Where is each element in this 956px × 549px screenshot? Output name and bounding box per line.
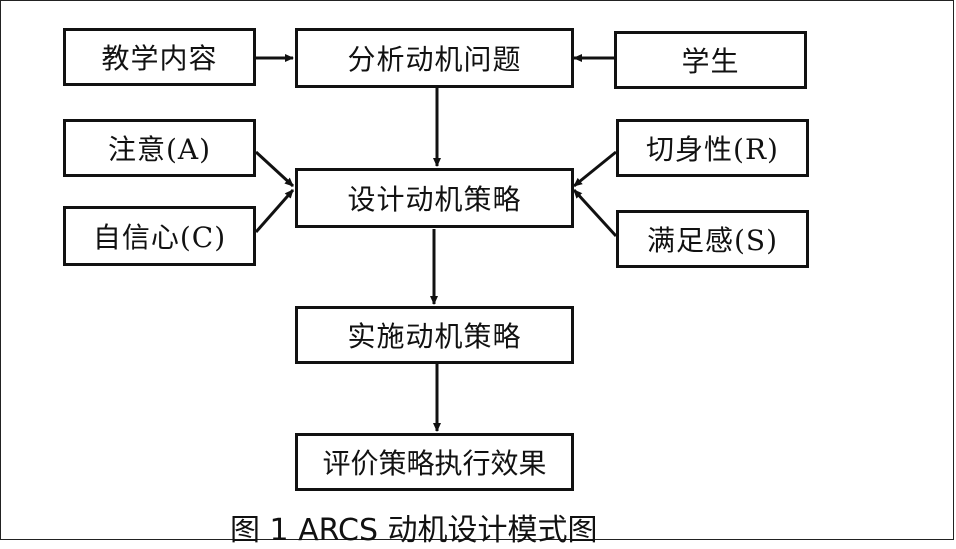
node-evaluate: 评价策略执行效果	[295, 433, 574, 491]
node-student: 学生	[614, 31, 807, 89]
arrow-confidence-to-design	[254, 189, 295, 233]
figure-caption: 图 1 ARCS 动机设计模式图	[230, 513, 598, 548]
arrow-attention-to-design	[254, 150, 295, 188]
arrow-relevance-to-design	[573, 150, 617, 188]
node-attention: 注意(A)	[63, 119, 256, 177]
node-satisfaction: 满足感(S)	[616, 210, 809, 268]
node-content: 教学内容	[63, 28, 256, 86]
arrow-layer	[254, 54, 618, 432]
node-relevance: 切身性(R)	[616, 119, 809, 177]
arrow-satisfaction-to-design	[572, 188, 618, 238]
node-analyze: 分析动机问题	[295, 28, 574, 88]
node-implement: 实施动机策略	[295, 306, 574, 364]
node-design: 设计动机策略	[295, 168, 574, 228]
node-confidence: 自信心(C)	[63, 206, 256, 266]
